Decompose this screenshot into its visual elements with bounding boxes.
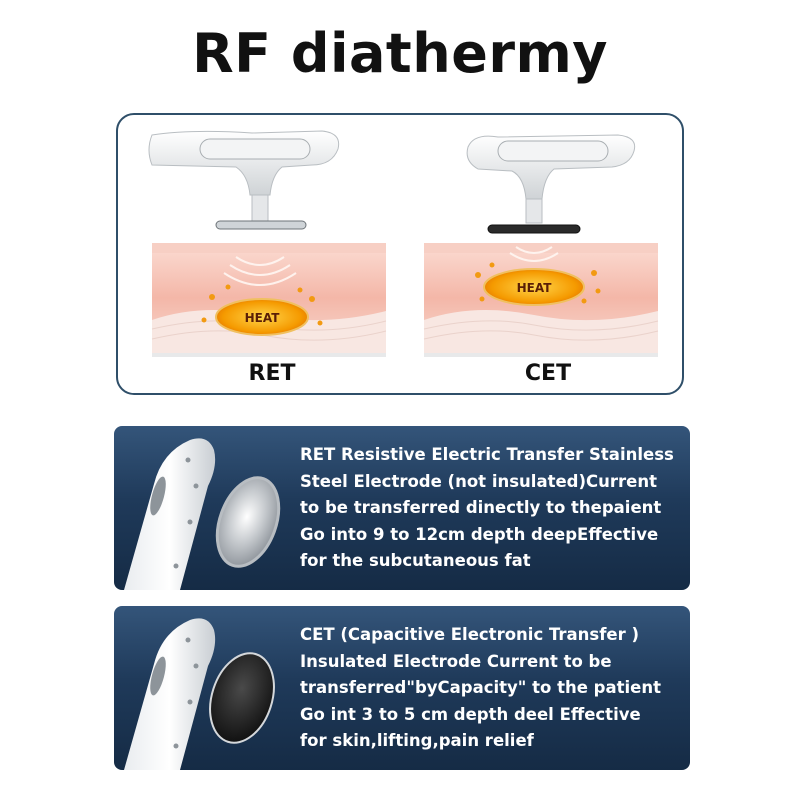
ret-illustration (148, 130, 387, 357)
insulated-electrode-icon (124, 618, 275, 770)
cet-illustration (423, 134, 659, 357)
cet-info-card: CET (Capacitive Electronic Transfer ) In… (114, 606, 690, 770)
handpiece-icon (148, 130, 340, 230)
heat-label: HEAT (245, 311, 281, 325)
heat-zone (483, 268, 585, 306)
page-title: RF diathermy (192, 22, 608, 85)
handpiece-icon (466, 134, 636, 234)
cet-description: CET (Capacitive Electronic Transfer ) In… (300, 625, 661, 750)
ret-info-card: RET Resistive Electric Transfer Stainles… (114, 426, 690, 590)
ret-description: RET Resistive Electric Transfer Stainles… (300, 445, 674, 570)
cet-label: CET (524, 361, 572, 386)
ret-label: RET (248, 361, 296, 386)
heat-label: HEAT (517, 281, 553, 295)
heat-zone (215, 298, 309, 336)
diagram-frame: HEAT RET (116, 113, 684, 395)
stainless-electrode-icon (124, 438, 281, 590)
cet-panel: HEAT CET (408, 115, 688, 395)
ret-panel: HEAT RET (132, 115, 412, 395)
